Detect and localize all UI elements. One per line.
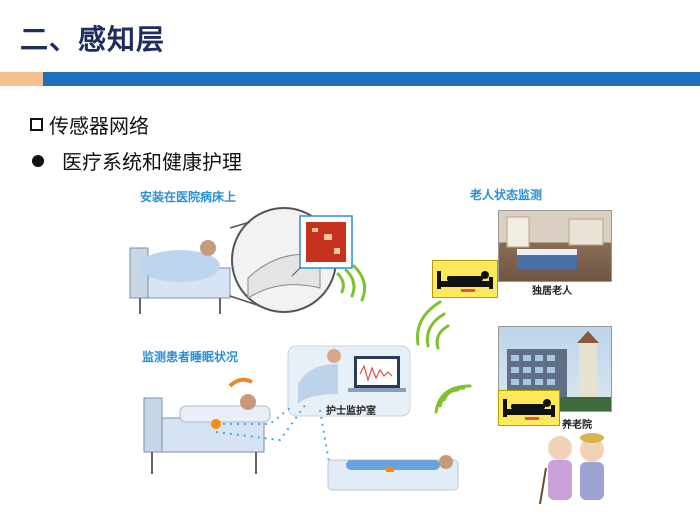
- lying-person-icon: [437, 271, 493, 292]
- wireless-waves: [336, 264, 472, 414]
- sensor-network-diagram: 安装在医院病床上 老人状态监测 监测患者睡眠状况 独居老人: [120, 178, 640, 518]
- elder-bed-sensor-panel: [432, 260, 498, 298]
- title-underline-blue: [43, 72, 700, 86]
- label-sleep-monitor: 监测患者睡眠状况: [142, 350, 239, 364]
- photo-bedroom: [498, 210, 612, 282]
- bedroom-illustration: [506, 216, 604, 269]
- diagram-illustration: [129, 207, 604, 505]
- label-nurse-station: 护士监护室: [326, 406, 376, 417]
- slide-title: 二、感知层: [20, 23, 166, 56]
- label-living-alone: 独居老人: [532, 286, 572, 297]
- square-bullet-icon: [30, 118, 43, 131]
- hospital-bed-top: [129, 240, 231, 314]
- lying-person-icon-2: [503, 399, 555, 420]
- label-elder-monitor: 老人状态监测: [470, 188, 543, 202]
- hospital-bed-bottom: [143, 377, 271, 474]
- bullet-item-1: 传感器网络: [30, 110, 149, 139]
- elderly-couple: [539, 433, 604, 505]
- bullet-item-2: 医疗系统和健康护理: [30, 146, 242, 175]
- bullet-text-1: 传感器网络: [49, 114, 149, 138]
- title-underline-orange: [0, 72, 43, 86]
- nursing-bed-sensor-panel: [498, 390, 560, 426]
- dot-bullet-icon: [32, 154, 44, 167]
- label-hospital-bed: 安装在医院病床上: [140, 190, 237, 204]
- label-nursing-home: 养老院: [562, 420, 592, 431]
- bullet-text-2: 医疗系统和健康护理: [62, 150, 242, 174]
